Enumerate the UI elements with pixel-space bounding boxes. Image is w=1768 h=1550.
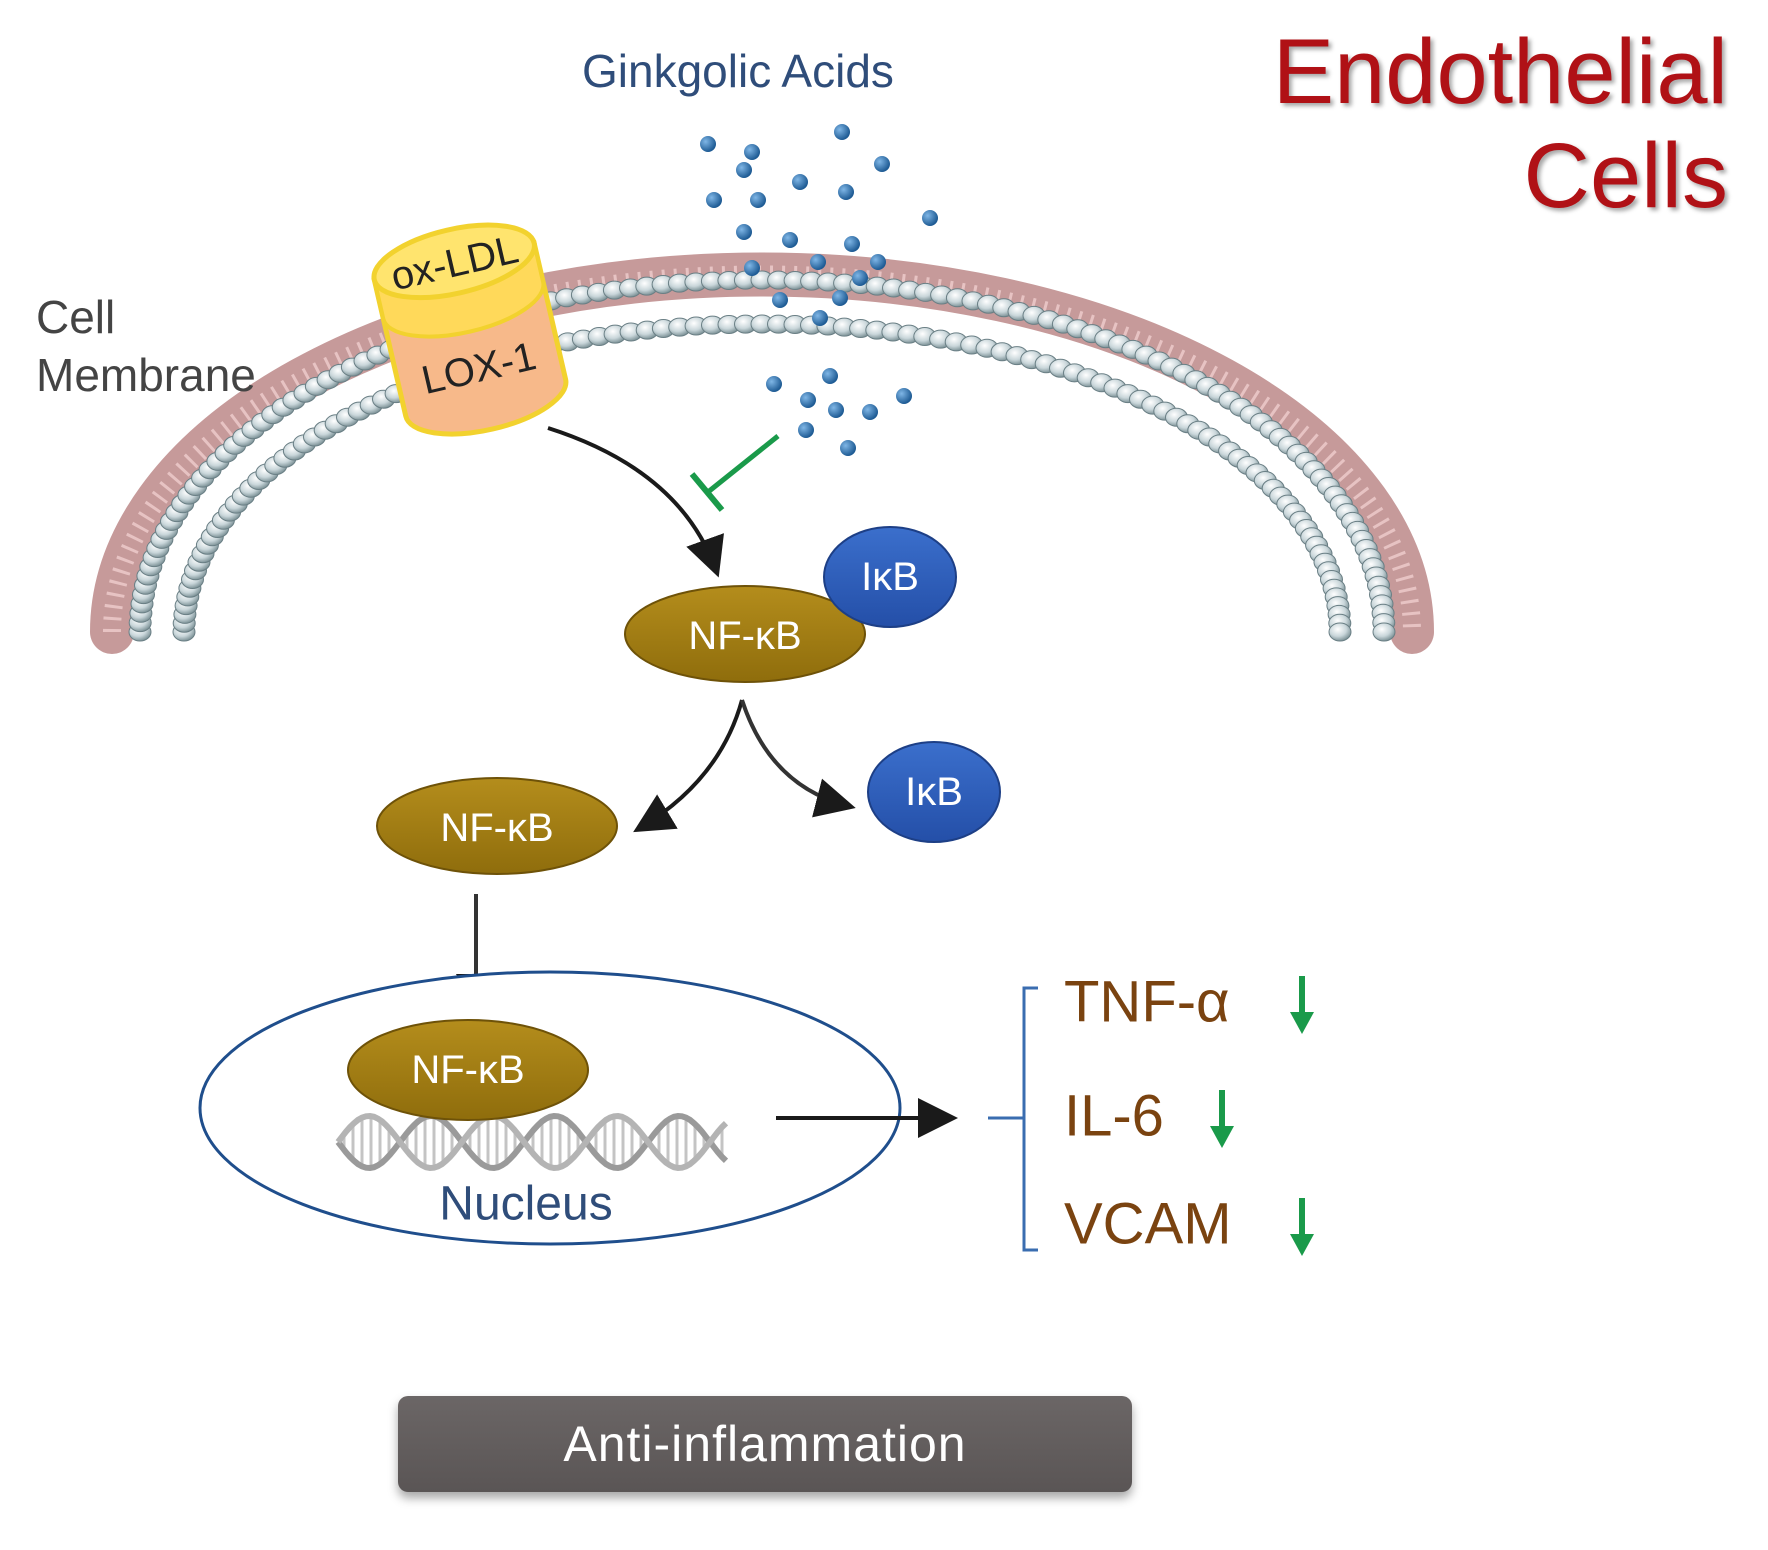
down-arrow-icon: [1290, 976, 1314, 1034]
nucleus-label: Nucleus: [439, 1178, 612, 1231]
release-arrow-nfkb: [633, 699, 744, 833]
release-arrow-ikb: [740, 699, 856, 818]
dna-helix: [335, 1112, 729, 1172]
cell-membrane-label-line2: Membrane: [36, 349, 256, 401]
cell-membrane-label-line1: Cell: [36, 291, 116, 343]
ginkgolic-acid-molecules: [700, 124, 938, 456]
down-arrow-icon: [1290, 1198, 1314, 1256]
anti-inflammation-banner: Anti-inflammation: [398, 1396, 1132, 1492]
nfkb-complex-label: NF-κB: [688, 614, 801, 658]
ikb-complex-label: IκB: [861, 555, 919, 599]
down-arrow-icon: [1210, 1090, 1234, 1148]
inhibition-arrow: [689, 434, 780, 512]
title-line2: Cells: [1523, 125, 1728, 227]
activation-arrow: [547, 426, 724, 578]
cytokine-tnf-alpha: TNF-α: [1064, 970, 1230, 1035]
nfkb-free-label: NF-κB: [440, 806, 553, 850]
nfkb-ikb-complex: NF-κB IκB: [624, 526, 957, 683]
ginkgolic-acids-label: Ginkgolic Acids: [582, 45, 894, 97]
nfkb-nucleus-label: NF-κB: [411, 1048, 524, 1092]
cytokine-list: TNF-α IL-6 VCAM: [1064, 970, 1314, 1257]
cytokine-il6: IL-6: [1064, 1084, 1164, 1149]
nucleus: NF-κB Nucleus: [198, 970, 902, 1246]
cytokine-bracket: [988, 986, 1038, 1252]
title-line1: Endothelial: [1272, 21, 1728, 123]
nfkb-free: NF-κB: [376, 777, 618, 875]
ikb-free: IκB: [867, 741, 1001, 843]
cytokine-vcam: VCAM: [1064, 1192, 1232, 1257]
lox1-receptor: ox-LDL LOX-1: [371, 222, 569, 437]
ikb-free-label: IκB: [905, 770, 963, 814]
